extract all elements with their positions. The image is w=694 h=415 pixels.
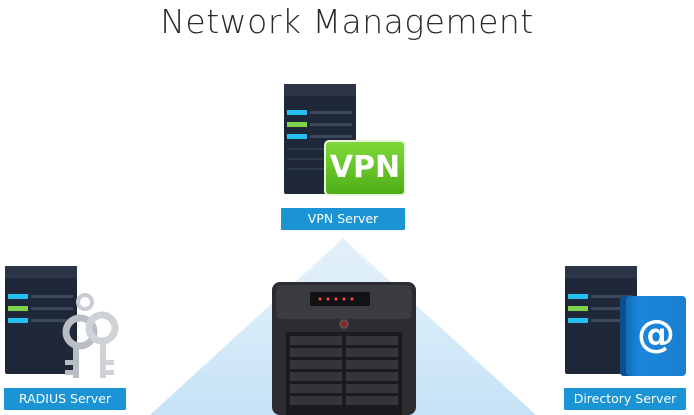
address-book-icon: @ (620, 296, 686, 376)
keys-icon (62, 293, 119, 378)
vpn-server-node: VPN VPN Server (270, 80, 410, 230)
vpn-badge: VPN (324, 140, 406, 196)
vpn-server-label: VPN Server (281, 208, 405, 230)
directory-server-label: Directory Server (564, 388, 686, 410)
server-rack-icon (5, 266, 77, 374)
radius-server-node: RADIUS Server (0, 262, 135, 415)
address-book-badge-text: @ (637, 312, 675, 356)
radius-server-label: RADIUS Server (4, 388, 126, 410)
directory-server-node: @ Directory Server (558, 262, 692, 415)
server-rack-icon (565, 266, 637, 374)
page-title: Network Management (160, 2, 534, 41)
vpn-badge-text: VPN (329, 150, 401, 185)
nas-device-icon (272, 282, 416, 415)
